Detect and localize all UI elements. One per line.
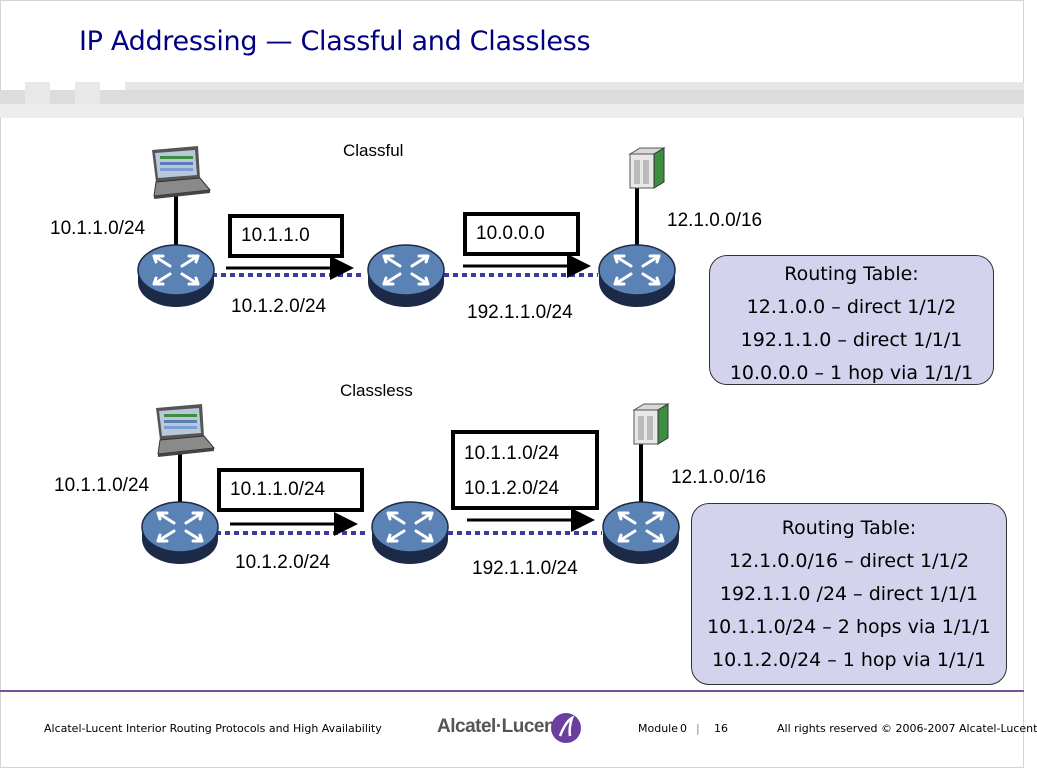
router-icon	[136, 243, 216, 309]
route-advert-packet: 10.1.1.0/24	[217, 468, 364, 512]
footer-separator: |	[696, 722, 700, 735]
router-icon	[370, 500, 450, 566]
header-block	[25, 82, 50, 104]
server-icon	[633, 403, 669, 445]
footer-divider	[0, 690, 1024, 692]
alcatel-lucent-logo-text: Alcatel·Lucent	[437, 716, 561, 737]
route-advert-packet: 10.1.1.0	[228, 214, 344, 258]
routing-table-row: 192.1.1.0 – direct 1/1/1	[740, 329, 963, 351]
footer-course-title: Alcatel-Lucent Interior Routing Protocol…	[44, 722, 382, 735]
routing-table-row: 12.1.0.0 – direct 1/1/2	[746, 296, 957, 318]
packet-entry: 10.1.1.0/24	[230, 479, 326, 500]
classful-heading: Classful	[343, 141, 404, 160]
routing-table-row: 10.1.2.0/24 – 1 hop via 1/1/1	[712, 649, 986, 671]
packet-entry: 10.1.1.0/24	[464, 443, 560, 464]
router-icon	[140, 500, 220, 566]
header-band-top	[125, 82, 1024, 90]
routing-table-row: 192.1.1.0 /24 – direct 1/1/1	[719, 583, 979, 605]
link2-network-label: 192.1.1.0/24	[467, 302, 573, 323]
route-advert-packet: 10.0.0.0	[463, 212, 580, 256]
alcatel-lucent-logo-icon	[551, 713, 581, 743]
router-icon	[601, 500, 681, 566]
footer-copyright: All rights reserved © 2006-2007 Alcatel-…	[777, 722, 1037, 735]
server-network-label: 12.1.0.0/16	[667, 210, 763, 231]
routing-table-title: Routing Table:	[784, 263, 919, 285]
router-icon	[597, 243, 677, 309]
routing-table-row: 10.0.0.0 – 1 hop via 1/1/1	[729, 362, 974, 384]
host-network-label: 10.1.1.0/24	[54, 475, 150, 496]
router-icon	[366, 243, 446, 309]
laptop-icon	[151, 145, 211, 200]
link2-network-label: 192.1.1.0/24	[472, 558, 578, 579]
route-advert-packet: 10.1.1.0/24 10.1.2.0/24	[451, 430, 599, 510]
routing-table-row: 10.1.1.0/24 – 2 hops via 1/1/1	[707, 616, 991, 638]
routing-table: Routing Table: 12.1.0.0/16 – direct 1/1/…	[691, 503, 1007, 685]
header-band	[0, 90, 1024, 104]
server-icon	[629, 147, 665, 189]
classless-heading: Classless	[340, 381, 413, 400]
link1-network-label: 10.1.2.0/24	[235, 552, 331, 573]
host-network-label: 10.1.1.0/24	[50, 218, 146, 239]
link1-network-label: 10.1.2.0/24	[231, 296, 327, 317]
footer-module-number: 0	[680, 722, 687, 735]
footer-page-number: 16	[714, 722, 728, 735]
packet-entry: 10.1.1.0	[241, 225, 310, 246]
packet-entry: 10.0.0.0	[476, 223, 545, 244]
routing-table-row: 12.1.0.0/16 – direct 1/1/2	[728, 550, 970, 572]
laptop-icon	[155, 403, 215, 458]
header-band-bottom	[0, 104, 1024, 118]
header-block	[75, 82, 100, 104]
packet-entry: 10.1.2.0/24	[464, 478, 560, 499]
slide-title: IP Addressing — Classful and Classless	[79, 26, 591, 57]
footer-module-label: Module	[638, 722, 678, 735]
server-network-label: 12.1.0.0/16	[671, 467, 767, 488]
routing-table: Routing Table: 12.1.0.0 – direct 1/1/2 1…	[709, 255, 994, 385]
routing-table-title: Routing Table:	[781, 517, 917, 539]
